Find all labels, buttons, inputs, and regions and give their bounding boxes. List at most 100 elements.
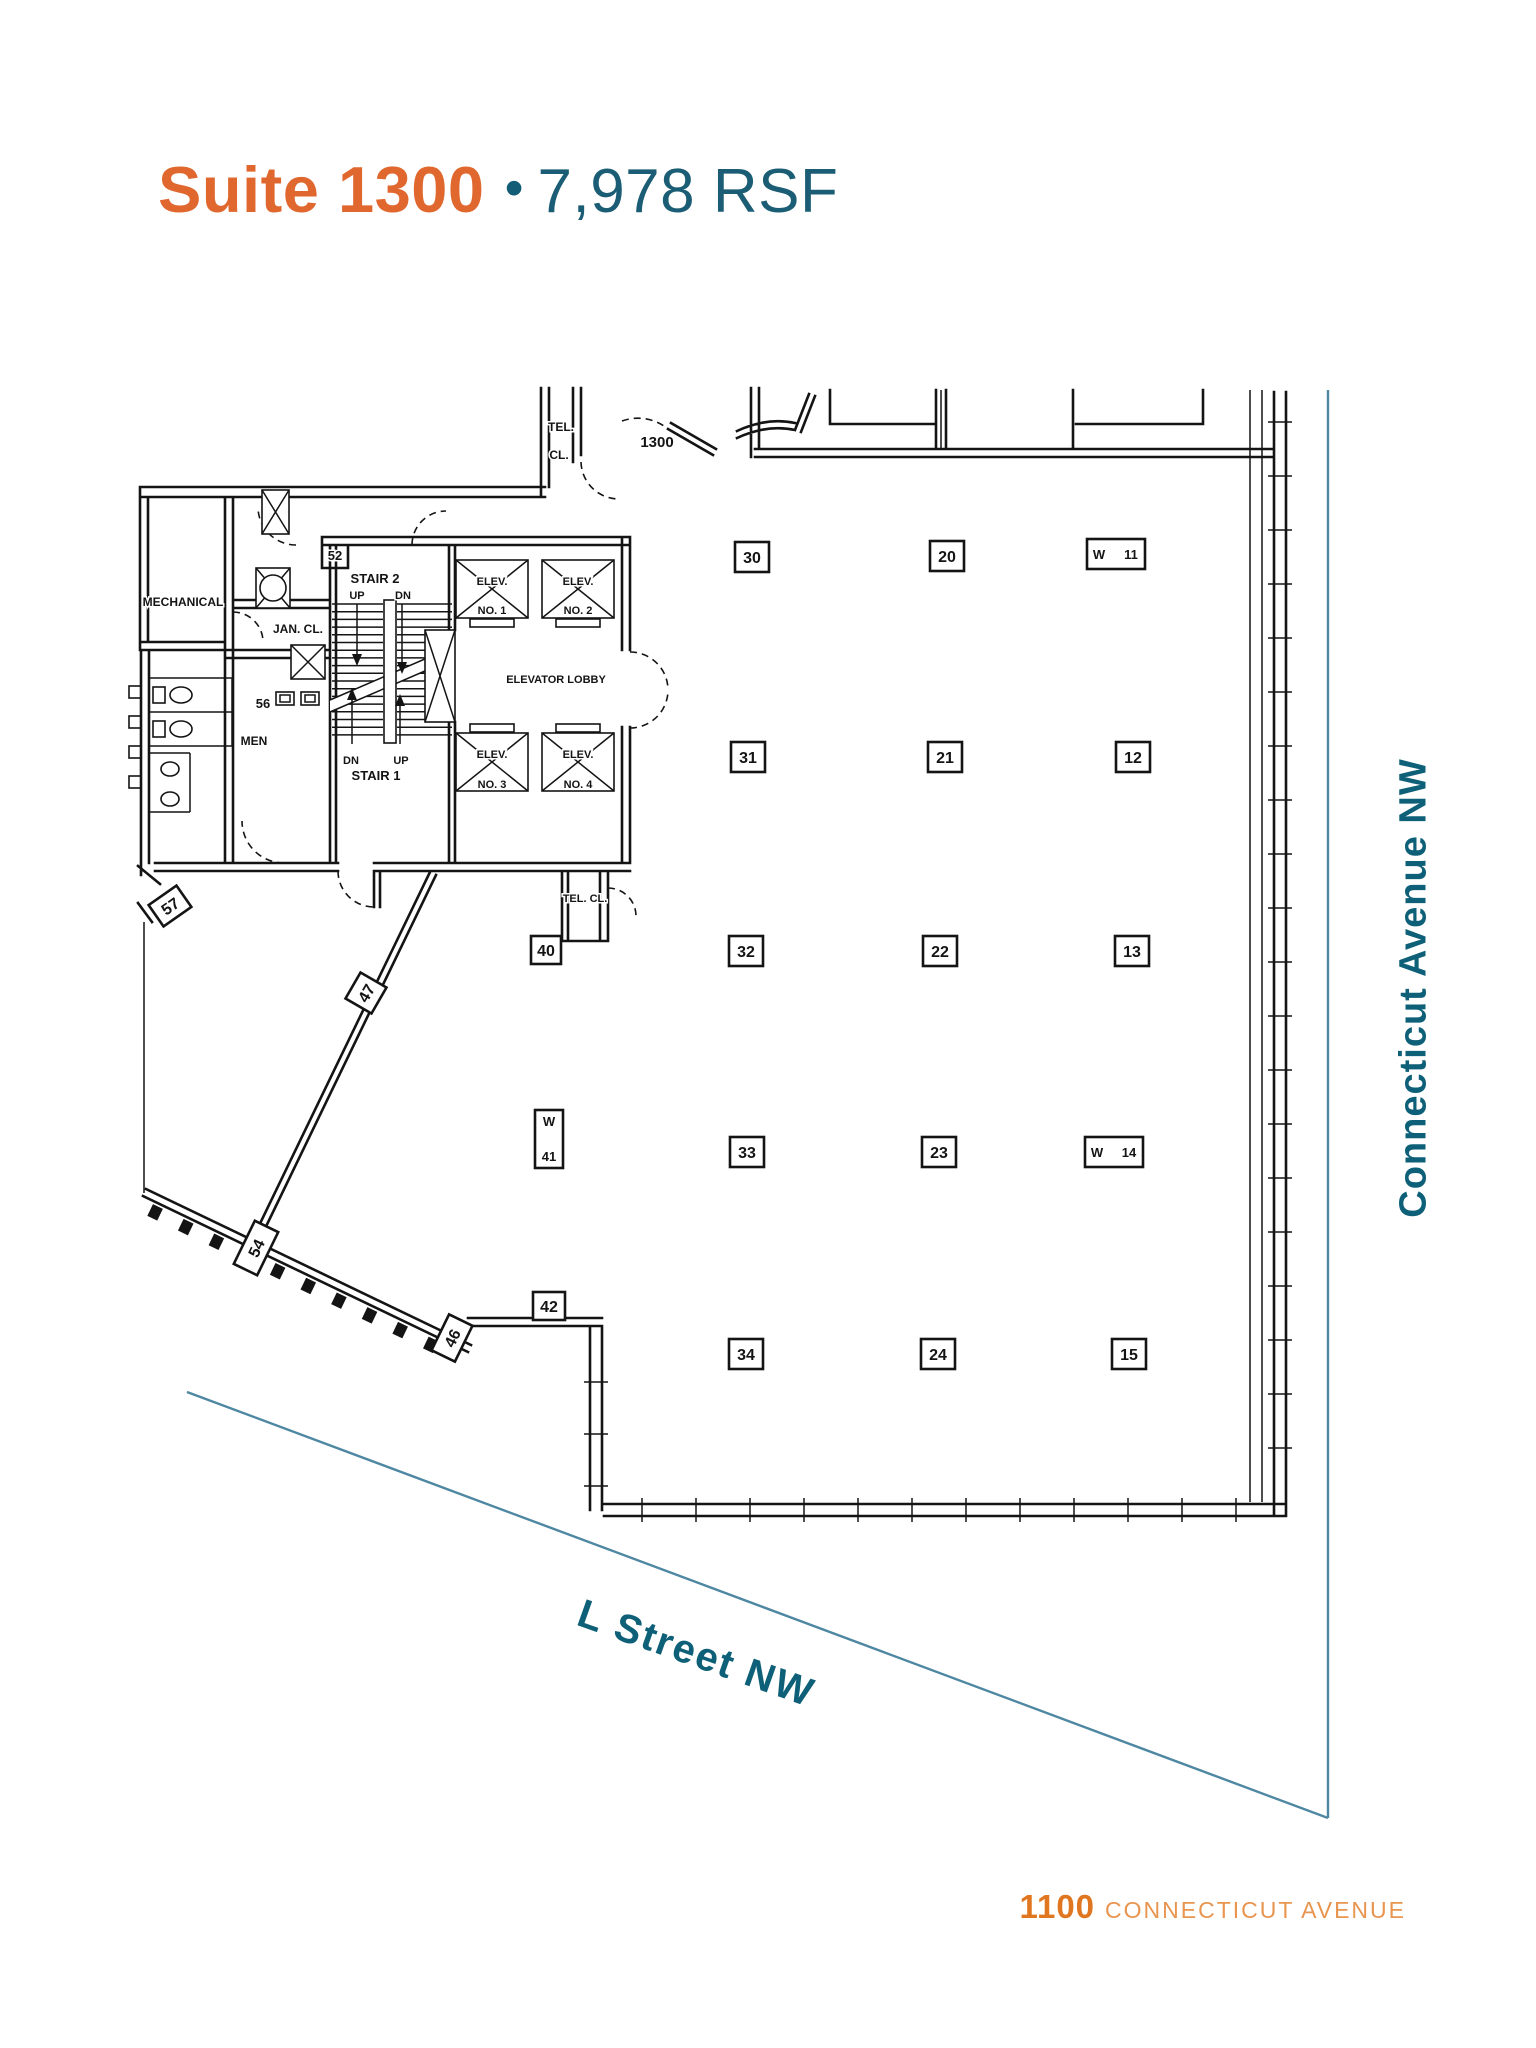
column-marker: 54 (232, 1218, 280, 1278)
room-label: MECHANICAL (143, 595, 224, 609)
toilet-tank (152, 686, 166, 704)
room-label: ELEV. (477, 749, 508, 761)
curtain-wall-ticks (128, 421, 1292, 1522)
svg-text:40: 40 (537, 943, 555, 960)
elevator-sill (469, 723, 515, 733)
building-number: 1100 (1019, 1888, 1096, 1925)
room-label: STAIR 1 (352, 768, 401, 783)
column-marker: W 11 (1085, 537, 1147, 571)
column-marker: 57 (146, 883, 194, 929)
room-label: ELEV. (563, 576, 594, 588)
room-label: NO. 4 (564, 779, 594, 791)
urinal-detail (304, 694, 316, 703)
urinal (275, 691, 295, 706)
page-title: Suite 1300 •7,978 RSF (158, 152, 838, 227)
svg-text:33: 33 (738, 1145, 756, 1162)
room-label: TEL. CL. (563, 893, 608, 905)
street-label-connecticut-avenue: Connecticut Avenue NW (1392, 758, 1435, 1218)
room-label: TEL. (548, 420, 574, 434)
room-label: ELEVATOR LOBBY (506, 674, 606, 686)
elevator-sill (555, 618, 601, 628)
column-marker: 46 (429, 1312, 475, 1364)
title-separator-dot: • (504, 158, 524, 218)
room-label: 1300 (640, 434, 673, 451)
room-label: UP (349, 590, 364, 602)
room-label: DN (395, 590, 411, 602)
detail-lines (143, 390, 1263, 1502)
column-marker: 32 (727, 934, 765, 968)
stair-arrowheads (347, 654, 407, 706)
room-label: STAIR 2 (351, 571, 400, 586)
column-marker: 40 (529, 934, 563, 966)
svg-text:11: 11 (1124, 547, 1138, 562)
room-label: ELEV. (477, 576, 508, 588)
svg-text:41: 41 (542, 1149, 556, 1164)
svg-text:W: W (1093, 547, 1106, 562)
svg-text:13: 13 (1123, 944, 1141, 961)
walls (136, 386, 1288, 1518)
suite-area: 7,978 RSF (537, 157, 839, 226)
urinal-detail (279, 694, 291, 703)
window-mullion-teeth (147, 1204, 439, 1354)
room-label: 52 (328, 548, 342, 563)
suite-number: Suite 1300 (158, 153, 485, 226)
column-marker: 13 (1113, 934, 1151, 968)
svg-text:24: 24 (929, 1347, 947, 1364)
svg-text:42: 42 (540, 1299, 558, 1316)
svg-text:W: W (1091, 1145, 1104, 1160)
svg-text:20: 20 (938, 549, 956, 566)
room-label: NO. 1 (478, 605, 507, 617)
room-label: NO. 3 (478, 779, 507, 791)
toilet-tank (152, 720, 166, 738)
restroom-fixtures (152, 686, 320, 807)
svg-text:14: 14 (1122, 1145, 1137, 1160)
svg-text:31: 31 (739, 750, 757, 767)
column-marker: 24 (919, 1337, 957, 1371)
property-line-l-street (186, 1390, 1329, 1820)
sink (160, 791, 180, 807)
elevator-sill (469, 618, 515, 628)
column-marker: 20 (928, 539, 966, 573)
column-marker: 22 (921, 934, 959, 968)
svg-text:W: W (543, 1114, 556, 1129)
toilet-bowl (169, 686, 193, 704)
svg-text:23: 23 (930, 1145, 948, 1162)
svg-text:30: 30 (743, 550, 761, 567)
column-marker: 33 (728, 1135, 766, 1169)
svg-text:22: 22 (931, 944, 949, 961)
room-label: CL. (549, 448, 568, 462)
room-label: JAN. CL. (273, 622, 323, 636)
svg-text:32: 32 (737, 944, 755, 961)
column-marker: 23 (920, 1135, 958, 1169)
column-marker: 31 (729, 740, 767, 774)
room-label: UP (393, 755, 408, 767)
toilet-bowl (169, 720, 193, 738)
room-label: NO. 2 (564, 605, 593, 617)
svg-text:15: 15 (1120, 1347, 1138, 1364)
svg-text:46: 46 (442, 1327, 465, 1351)
column-marker: W 14 (1083, 1135, 1145, 1169)
building-street: CONNECTICUT AVENUE (1105, 1897, 1406, 1923)
room-label: ELEV. (563, 749, 594, 761)
column-marker: 42 (531, 1290, 567, 1322)
shaft-circle (259, 574, 287, 602)
room-label: DN (343, 755, 359, 767)
sink (160, 761, 180, 777)
room-label: MEN (241, 734, 268, 748)
svg-text:12: 12 (1124, 750, 1142, 767)
column-marker: 15 (1110, 1337, 1148, 1371)
stair-divider-wall (383, 599, 397, 744)
room-label: 56 (256, 696, 270, 711)
stair-arrows (351, 604, 403, 744)
shafts-and-elevators (255, 489, 615, 792)
svg-text:54: 54 (246, 1237, 269, 1261)
svg-text:21: 21 (936, 750, 954, 767)
urinal (300, 691, 320, 706)
column-marker: 47 (343, 970, 389, 1016)
building-address: 1100 CONNECTICUT AVENUE (1019, 1888, 1406, 1926)
svg-text:47: 47 (355, 982, 379, 1006)
